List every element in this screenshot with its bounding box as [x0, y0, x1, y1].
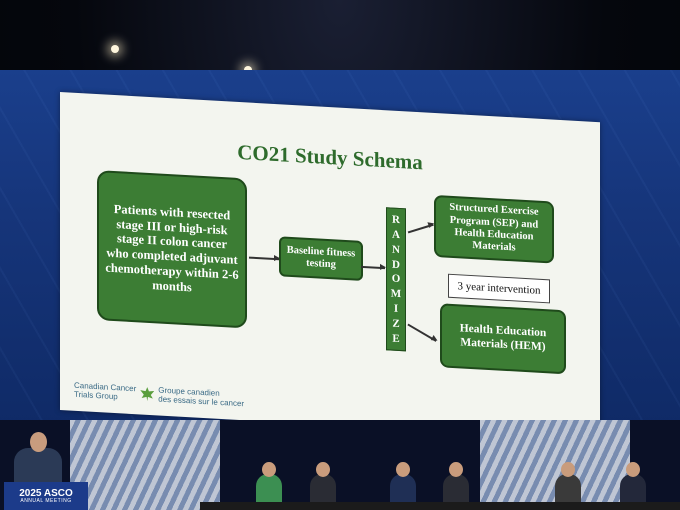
cctg-logo: Canadian Cancer Trials Group Groupe cana… [74, 381, 244, 409]
maple-leaf-icon [140, 387, 154, 402]
panelist [310, 462, 336, 504]
randomize-letter: A [392, 228, 400, 242]
sep-box: Structured Exercise Program (SEP) and He… [434, 194, 554, 264]
panelist [256, 462, 282, 504]
arrow-to-randomize [361, 265, 385, 269]
podium-logo-sub: ANNUAL MEETING [20, 497, 72, 504]
baseline-box-text: Baseline fitness testing [286, 244, 356, 271]
hem-box-text: Health Education Materials (HEM) [459, 322, 547, 354]
intervention-duration-label: 3 year intervention [448, 273, 550, 304]
randomize-letter: E [392, 332, 400, 345]
randomize-letter: O [391, 272, 401, 286]
randomize-letter: Z [392, 317, 400, 330]
arrow-to-hem [407, 323, 437, 342]
arrow-to-sep [407, 223, 434, 233]
panelist [390, 462, 416, 504]
patients-box: Patients with resected stage III or high… [97, 170, 247, 329]
patients-box-text: Patients with resected stage III or high… [105, 201, 239, 294]
randomize-letter: I [393, 302, 399, 315]
panelist [555, 462, 581, 504]
randomize-letter: D [392, 258, 400, 271]
baseline-box: Baseline fitness testing [279, 236, 363, 281]
stage-stripe-panel [70, 420, 220, 510]
arrow-to-baseline [249, 256, 279, 260]
panel-table [200, 502, 680, 510]
presentation-slide: CO21 Study Schema Patients with resected… [60, 92, 600, 441]
randomize-letter: M [390, 287, 402, 301]
ceiling-light [111, 45, 119, 53]
panelist [443, 462, 469, 504]
sep-box-text: Structured Exercise Program (SEP) and He… [449, 202, 539, 254]
hem-box: Health Education Materials (HEM) [440, 303, 566, 375]
asco-podium: 2025 ASCO ANNUAL MEETING [4, 482, 88, 510]
panelist [620, 462, 646, 504]
randomize-letter: R [392, 213, 400, 227]
randomize-letter: N [392, 243, 400, 256]
podium-logo-main: 2025 ASCO [19, 487, 73, 499]
